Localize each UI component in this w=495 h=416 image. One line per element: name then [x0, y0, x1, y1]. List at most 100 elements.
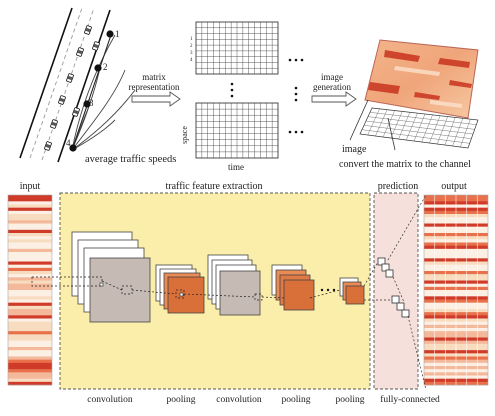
strip-row — [8, 375, 52, 379]
car-icon — [44, 141, 52, 151]
strip-row — [8, 286, 52, 291]
strip-row — [8, 274, 52, 278]
matrix-row-3: 3 — [190, 51, 193, 56]
speed-curve — [71, 89, 136, 151]
arrow1-shape — [131, 91, 181, 107]
strip-row — [8, 217, 52, 221]
pool2-stack — [271, 264, 315, 311]
car-icon — [76, 47, 84, 57]
output-heatmap — [423, 194, 489, 386]
road-edge-left — [19, 7, 73, 159]
channel-line — [363, 125, 472, 139]
input-heatmap — [7, 194, 53, 386]
speed-curve — [71, 69, 126, 151]
detector-label-3: 3 — [89, 98, 94, 108]
header-prediction: prediction — [378, 181, 419, 192]
strip-row — [8, 347, 52, 351]
strip-row — [8, 283, 52, 288]
detector-label-1: 1 — [115, 29, 120, 39]
arrow1-label-line1: matrix — [142, 72, 166, 82]
strip-row — [8, 312, 52, 316]
strip-row — [8, 350, 52, 354]
prediction-panel — [373, 192, 419, 390]
stage-pool1: pooling — [166, 395, 195, 405]
pool1-stack — [155, 264, 205, 314]
stage-conv1: convolution — [87, 395, 133, 405]
header-extraction: traffic feature extraction — [166, 181, 263, 192]
strip-row — [8, 214, 52, 218]
stage-conv2: convolution — [216, 395, 262, 405]
strip-row — [8, 362, 52, 367]
stage-pool2: pooling — [281, 395, 310, 405]
receptive-point — [99, 282, 104, 287]
road-lane-divider — [29, 7, 83, 159]
channel-line — [361, 129, 470, 144]
strip-row — [8, 267, 52, 272]
strip-row — [8, 201, 52, 205]
matrix-axis-time: time — [228, 162, 244, 172]
strip-row — [8, 226, 52, 231]
channel-line — [365, 120, 474, 135]
fc-connections — [363, 194, 427, 391]
generated-image-3d: image convert the matrix to the channel — [339, 39, 479, 170]
road-illustration: 1 2 3 4 average traffic speeds — [19, 7, 176, 165]
strip-row — [8, 220, 52, 224]
receptive-fields — [31, 276, 341, 301]
road-caption: average traffic speeds — [85, 154, 176, 165]
strip-row — [8, 293, 52, 297]
header-output: output — [441, 181, 467, 192]
stage-pool3: pooling — [335, 395, 364, 405]
conv1-stack — [71, 231, 151, 323]
car-icon — [84, 25, 92, 35]
strip-row — [8, 299, 52, 303]
channel-line — [369, 112, 477, 125]
strip-row — [8, 359, 52, 364]
heatmap-streaks — [368, 50, 472, 100]
strip-row — [8, 233, 52, 237]
matrix-grid-upper — [195, 21, 279, 75]
strip-row — [8, 318, 52, 322]
strip-row — [8, 261, 52, 265]
arrow1-label-line2: representation — [129, 82, 180, 92]
strip-row — [8, 204, 52, 208]
strip-row — [8, 302, 52, 307]
channel-line — [367, 116, 475, 130]
strip-row — [8, 334, 52, 338]
strip-row — [8, 305, 52, 310]
strip-row — [8, 252, 52, 256]
strip-row — [8, 258, 52, 262]
conv2-stack — [207, 254, 261, 316]
header-input: input — [20, 181, 41, 192]
strip-row — [8, 229, 52, 234]
strip-row — [8, 207, 52, 212]
strip-border — [7, 194, 53, 386]
arrow-matrix-representation: matrix representation — [129, 72, 181, 107]
car-icon — [72, 107, 80, 117]
matrix-row-1: 1 — [190, 37, 193, 42]
car-icon — [50, 119, 58, 129]
matrix-grid-lower — [195, 102, 279, 159]
strip-row — [8, 381, 52, 386]
arrow2-label-line1: image — [321, 72, 343, 82]
channel-label: convert the matrix to the channel — [339, 159, 471, 170]
strip-row — [8, 245, 52, 250]
strip-row — [8, 195, 52, 199]
speed-curve — [71, 34, 116, 151]
strip-row — [8, 353, 52, 357]
strip-row — [8, 280, 52, 284]
receptive-point — [179, 292, 184, 297]
strip-row — [8, 369, 52, 373]
strip-row — [8, 264, 52, 269]
strip-row — [8, 324, 52, 329]
strip-row — [8, 223, 52, 227]
heatmap-light-streaks — [394, 66, 462, 108]
strip-row — [8, 248, 52, 253]
strip-row — [8, 337, 52, 341]
strip-row — [8, 378, 52, 383]
matrix-representation: 1 2 3 4 space time — [180, 21, 304, 172]
ellipsis-dots — [230, 58, 304, 134]
strip-row — [8, 255, 52, 259]
car-icon — [92, 41, 100, 51]
image-pointer — [349, 99, 369, 141]
channel-pointer — [387, 117, 396, 151]
